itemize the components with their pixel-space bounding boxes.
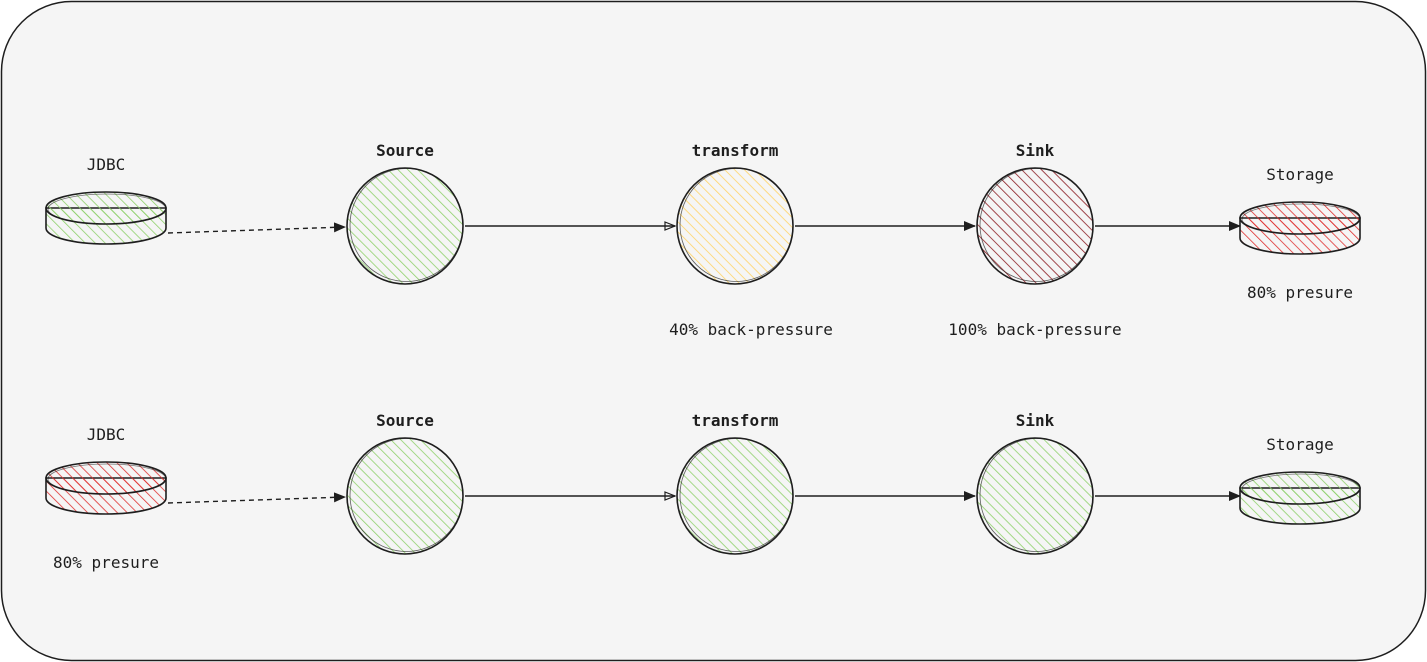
- source-db-label: JDBC: [87, 425, 126, 444]
- stage-label-sink: Sink: [1016, 141, 1055, 160]
- storage-db-label: Storage: [1266, 435, 1333, 454]
- stage-node-sink[interactable]: [976, 167, 1094, 285]
- stage-label-sink: Sink: [1016, 411, 1055, 430]
- stage-node-transform[interactable]: [676, 167, 794, 285]
- stage-label-source: Source: [376, 141, 434, 160]
- stage-label-transform: transform: [692, 141, 779, 160]
- storage-db-cylinder[interactable]: [1239, 201, 1361, 255]
- source-db-cylinder[interactable]: [45, 461, 167, 515]
- stage-node-source[interactable]: [346, 437, 464, 555]
- stage-node-source[interactable]: [346, 167, 464, 285]
- connector-db-to-source: [167, 222, 346, 234]
- source-db-note: 80% presure: [53, 553, 159, 572]
- storage-db-note: 80% presure: [1247, 283, 1353, 302]
- stage-note: 100% back-pressure: [948, 320, 1121, 339]
- source-db-cylinder[interactable]: [45, 191, 167, 245]
- stage-node-transform[interactable]: [676, 437, 794, 555]
- source-db-label: JDBC: [87, 155, 126, 174]
- stage-label-source: Source: [376, 411, 434, 430]
- storage-db-cylinder[interactable]: [1239, 471, 1361, 525]
- stage-node-sink[interactable]: [976, 437, 1094, 555]
- storage-db-label: Storage: [1266, 165, 1333, 184]
- stage-note: 40% back-pressure: [669, 320, 833, 339]
- connector-db-to-source: [167, 492, 346, 504]
- stage-label-transform: transform: [692, 411, 779, 430]
